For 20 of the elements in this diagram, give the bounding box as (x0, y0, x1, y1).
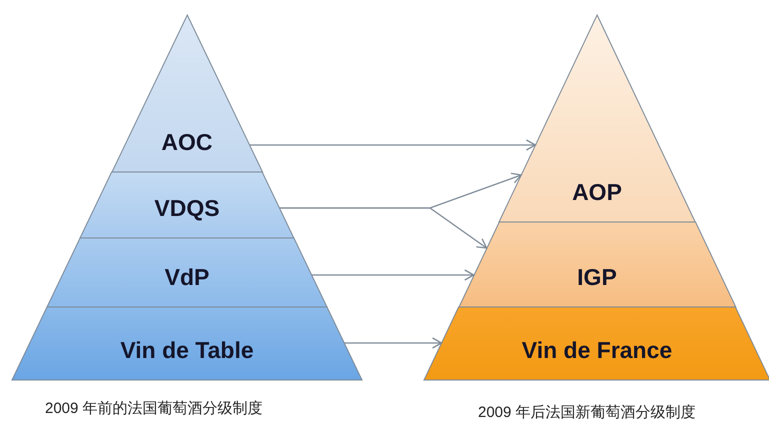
tier-label: Vin de Table (120, 339, 254, 362)
arrow (280, 207, 488, 249)
pyramid-tier (12, 307, 362, 380)
pyramid-tier (47, 238, 327, 307)
tier-label: AOP (572, 181, 622, 204)
pyramid-tier (112, 15, 262, 172)
tier-label: IGP (577, 266, 617, 289)
caption: 2009 年后法国新葡萄酒分级制度 (478, 403, 696, 423)
tier-label: VDQS (154, 197, 220, 220)
arrow (312, 269, 474, 281)
pyramid-tier (498, 15, 696, 222)
pyramid-tier (80, 172, 294, 238)
pyramid-tier (424, 307, 769, 380)
caption: 2009 年前的法国葡萄酒分级制度 (45, 399, 263, 419)
pyramid-tier (458, 222, 736, 307)
tier-label: VdP (164, 266, 210, 289)
tier-label: AOC (161, 131, 213, 154)
arrow (249, 139, 536, 151)
tier-label: Vin de France (522, 339, 672, 362)
arrow (344, 337, 442, 349)
